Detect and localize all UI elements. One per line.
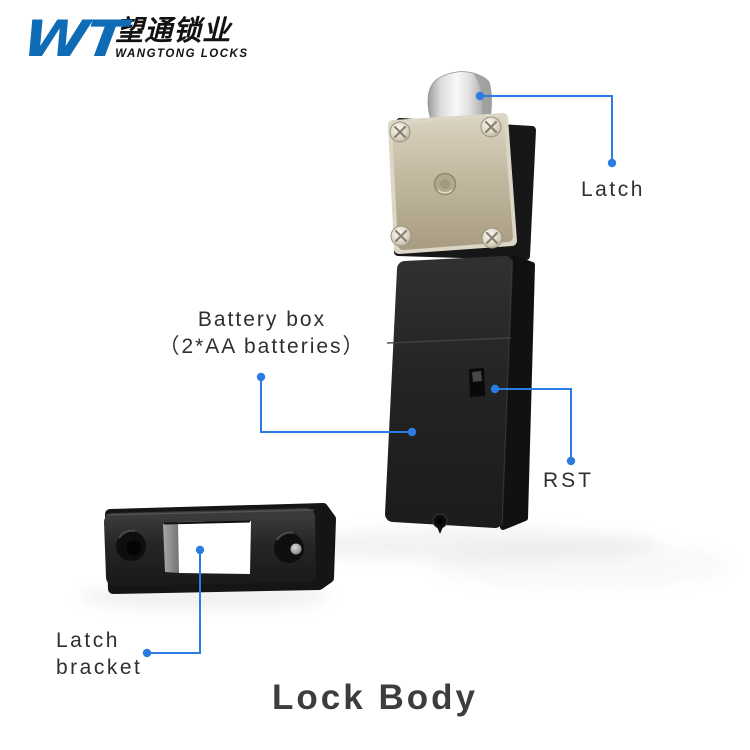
battery-box-graphic (385, 256, 513, 528)
callout-dot-battery-end (256, 372, 266, 382)
bracket-latch-cutout (163, 520, 251, 574)
callout-dot-bracket-end (142, 648, 152, 658)
bracket-screw-right-icon (274, 531, 304, 563)
callout-line-rst (495, 388, 572, 461)
brand-name-chinese: 望通锁业 (115, 15, 232, 46)
latch-bracket-label: Latch bracket (56, 627, 142, 681)
plate-screw-top-left-icon (389, 121, 411, 143)
page-title: Lock Body (272, 678, 478, 717)
latch-bracket-label-line1: Latch (56, 629, 120, 652)
callout-dot-latch-end (607, 158, 617, 168)
latch-bracket-label-line2: bracket (56, 656, 143, 679)
bottom-screw-icon (432, 513, 448, 534)
plate-screws (389, 116, 503, 249)
bracket-screw-left-icon (116, 529, 146, 561)
body-side-facet (500, 255, 535, 530)
brand-name-english: WANGTONG LOCKS (115, 48, 249, 60)
rst-label: RST (543, 469, 594, 492)
battery-box-label-line1: Battery box (197, 308, 327, 331)
lock-body-graphic (385, 71, 536, 534)
brand-logo: WT 望通锁业 WANGTONG LOCKS (19, 10, 249, 68)
callout-lines (147, 95, 613, 654)
battery-box-label: Battery box （2*AA batteries） (150, 306, 374, 360)
callout-dot-latch-anchor (475, 91, 485, 101)
battery-box-label-line2: （2*AA batteries） (158, 335, 366, 358)
bracket-top-highlight (105, 509, 315, 516)
callout-line-bracket (147, 550, 201, 654)
latch-label: Latch (581, 178, 645, 201)
brand-wordmark: 望通锁业 WANGTONG LOCKS (115, 16, 248, 62)
callout-dot-bracket-anchor (195, 545, 205, 555)
latch-bracket-graphic (104, 503, 336, 594)
rst-button-graphic (469, 368, 485, 397)
callout-dots (142, 91, 617, 658)
plate-screw-bottom-left-icon (390, 225, 412, 247)
callout-line-battery (260, 377, 412, 433)
callout-dot-rst-end (566, 456, 576, 466)
callout-dot-rst-anchor (490, 384, 500, 394)
plate-screw-top-right-icon (480, 116, 502, 138)
plate-center-hole (433, 172, 457, 196)
body-edge-highlight (501, 259, 513, 526)
callout-dot-battery-anchor (407, 427, 417, 437)
callout-line-latch (480, 95, 613, 163)
battery-cover-seam (386, 337, 512, 344)
lock-body-shadow-wide (430, 541, 730, 589)
plate-screw-bottom-right-icon (481, 227, 503, 249)
